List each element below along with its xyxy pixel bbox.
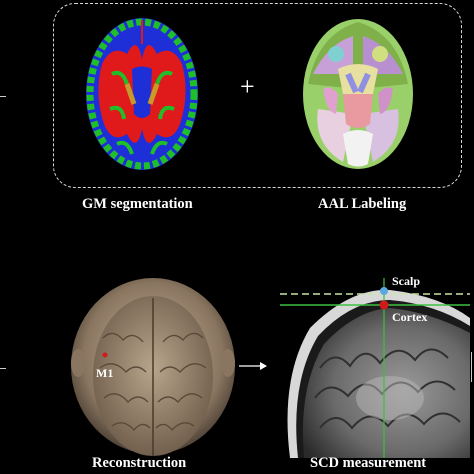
- aal-labeling-image: [303, 19, 413, 169]
- edge-mark-bottom: [0, 368, 6, 369]
- scd-measurement-image: [280, 278, 470, 458]
- aal-labeling-label: AAL Labeling: [318, 196, 407, 212]
- scalp-label: Scalp: [392, 274, 421, 288]
- cortex-point: [379, 300, 389, 310]
- segmentation-group-frame: [53, 3, 462, 188]
- m1-label: M1: [96, 366, 114, 380]
- edge-mark-right: [471, 352, 472, 382]
- scd-measurement-label: SCD measurement: [310, 455, 427, 471]
- plus-sign: +: [240, 72, 255, 101]
- reconstruction-image: [71, 278, 235, 456]
- arrow-right-icon: [239, 362, 267, 370]
- reconstruction-label: Reconstruction: [92, 455, 187, 471]
- gm-segmentation-label: GM segmentation: [82, 196, 193, 212]
- scalp-point: [380, 287, 388, 295]
- gm-segmentation-image: [86, 18, 198, 170]
- edge-mark-top: [0, 96, 6, 97]
- cortex-label: Cortex: [392, 310, 428, 324]
